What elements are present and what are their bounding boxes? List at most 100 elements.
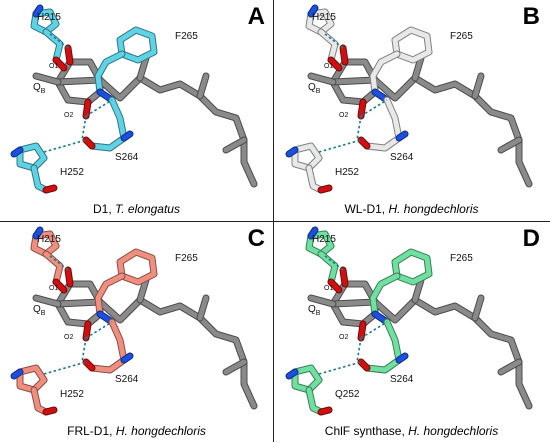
histidine-top-n	[308, 5, 318, 17]
phenylalanine-chain	[370, 51, 400, 95]
residue-label-bottom: H252	[335, 167, 359, 178]
serine-chain	[89, 97, 127, 151]
quinone-label: QB	[33, 304, 46, 317]
histidine-top-chain	[318, 29, 338, 63]
residue-label-ser: S264	[390, 374, 414, 385]
panel-caption: ChlF synthase, H. hongdechloris	[324, 424, 499, 438]
residue-label-top: H215	[312, 234, 336, 245]
serine-o	[83, 359, 95, 371]
histidine-top-n	[33, 227, 43, 239]
residue-bottom-o	[318, 407, 332, 415]
panel-caption: FRL-D1, H. hongdechloris	[67, 424, 206, 438]
histidine-top-o	[53, 57, 67, 71]
residue-bottom-ring	[17, 143, 47, 171]
hydrogen-bond	[85, 99, 113, 117]
histidine-top-ring	[306, 231, 334, 257]
carbonyl-o1	[340, 45, 348, 65]
residue-label-bottom: Q252	[335, 389, 360, 400]
methyl-branch	[197, 295, 209, 321]
methyl-branch	[472, 295, 484, 321]
methyl-branch	[223, 137, 247, 153]
residue-label-top: H215	[312, 12, 336, 23]
methyl-branch	[137, 55, 149, 81]
panel-caption: WL-D1, H. hongdechloris	[344, 202, 479, 216]
isoprenoid-tail	[330, 297, 532, 409]
panel-caption: D1, T. elongatus	[93, 202, 180, 216]
histidine-top-o	[328, 57, 342, 71]
histidine-top-n	[33, 5, 43, 17]
serine-n	[121, 353, 133, 363]
methyl-branch	[137, 277, 149, 303]
atom-label-o1: O1	[324, 63, 334, 70]
methyl-group	[33, 73, 61, 85]
histidine-top-ring	[31, 9, 59, 35]
molecule-structure	[285, 226, 533, 416]
atom-label-o2: O2	[339, 334, 349, 341]
molecule-structure	[10, 4, 258, 194]
residue-label-ser: S264	[115, 374, 139, 385]
carbonyl-o1	[65, 45, 73, 65]
serine-o	[358, 137, 370, 149]
methyl-branch	[412, 277, 424, 303]
hydrogen-bond	[85, 321, 113, 339]
carbonyl-o1	[65, 267, 73, 287]
hydrogen-bond	[324, 255, 344, 271]
serine-n	[121, 131, 133, 141]
hydrogen-bond	[81, 337, 87, 363]
molecule-structure	[10, 226, 258, 416]
residue-label-ser: S264	[115, 152, 139, 163]
atom-label-o1: O1	[324, 285, 334, 292]
horizontal-divider	[0, 221, 550, 222]
residue-label-ser: S264	[390, 152, 414, 163]
phenylalanine-chain	[95, 273, 125, 317]
residue-bottom-o	[43, 185, 57, 193]
atom-label-o1: O1	[49, 285, 59, 292]
hydrogen-bond	[49, 255, 69, 271]
serine-chain	[89, 319, 127, 373]
histidine-top-chain	[318, 251, 338, 285]
panel-letter: B	[522, 3, 540, 30]
isoprenoid-tail	[330, 75, 532, 187]
isoprenoid-tail	[55, 75, 257, 187]
residue-label-bottom: H252	[60, 167, 84, 178]
quinone-label: QB	[308, 82, 321, 95]
hydrogen-bond	[324, 33, 344, 49]
serine-n	[396, 353, 408, 363]
phenylalanine-chain	[370, 273, 400, 317]
panel-c: C H215 F265 O1 QB O2 S264 H252 FRL-D1, H…	[0, 222, 273, 443]
residue-label-bottom: H252	[60, 389, 84, 400]
panel-b: B H215 F265 O1 QB O2 S264 H252 WL-D1, H.…	[275, 0, 548, 221]
methyl-group	[308, 295, 336, 307]
panel-d: D H215 F265 O1 QB O2 S264 Q252 ChlF synt…	[275, 222, 548, 443]
atom-label-o2: O2	[339, 112, 349, 119]
panel-letter: A	[247, 3, 265, 30]
histidine-top-chain	[43, 29, 63, 63]
quinone-label: QB	[33, 82, 46, 95]
histidine-top-ring	[31, 231, 59, 257]
hydrogen-bond	[49, 33, 69, 49]
carbonyl-o2	[358, 321, 366, 341]
residue-bottom-ring	[292, 143, 322, 171]
methyl-branch	[223, 359, 247, 375]
residue-label-phe: F265	[450, 31, 473, 42]
hydrogen-bond	[43, 139, 87, 153]
histidine-top-o	[53, 279, 67, 293]
panel-a: A H215 F265 O1 QB O2 S264 H252 D1, T. el…	[0, 0, 273, 221]
residue-label-phe: F265	[175, 31, 198, 42]
quinone-label: QB	[308, 304, 321, 317]
serine-o	[83, 137, 95, 149]
methyl-branch	[498, 137, 522, 153]
methyl-branch	[498, 359, 522, 375]
carbonyl-o2	[83, 99, 91, 119]
serine-o	[358, 359, 370, 371]
isoprenoid-tail-outline	[54, 74, 258, 188]
atom-label-o2: O2	[64, 112, 74, 119]
carbonyl-o1	[340, 267, 348, 287]
methyl-branch	[472, 73, 484, 99]
methyl-group	[33, 295, 61, 307]
histidine-top-n	[308, 227, 318, 239]
residue-bottom-ring	[292, 365, 322, 393]
panel-letter: D	[522, 225, 540, 252]
hydrogen-bond	[81, 115, 87, 141]
